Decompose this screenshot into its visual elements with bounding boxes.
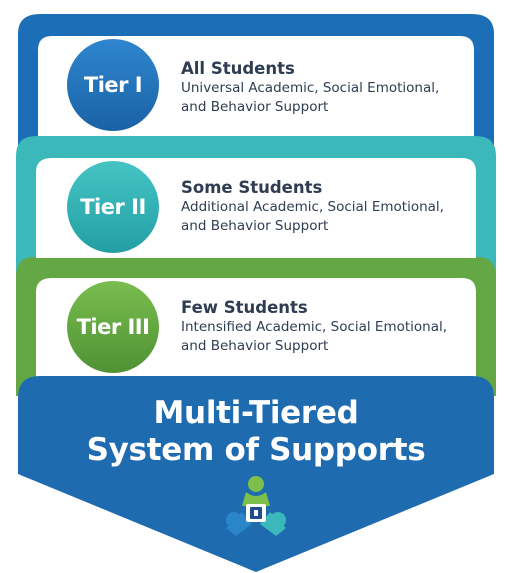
tier1-text: All Students Universal Academic, Social … [181,59,481,117]
tier3-text: Few Students Intensified Academic, Socia… [181,298,481,356]
tier3-desc-line1: Intensified Academic, Social Emotional, [181,319,448,335]
tier3-badge [67,281,159,373]
tier2-heading: Some Students [181,178,323,197]
title-line1: Multi-Tiered [153,395,359,431]
tier2-badge [67,161,159,253]
tier1-desc-line1: Universal Academic, Social Emotional, [181,80,440,96]
tier2-badge-label: Tier II [80,195,146,219]
title-line2: System of Supports [86,432,426,468]
people-circle-logo-icon [226,476,286,536]
tier2-text: Some Students Additional Academic, Socia… [181,178,481,236]
mtss-shield [18,376,494,572]
tier3-badge-label: Tier III [76,315,150,339]
tier1-badge [67,39,159,131]
tier1-heading: All Students [181,59,295,78]
tier1-badge-label: Tier I [83,73,143,97]
tier2-desc-line1: Additional Academic, Social Emotional, [181,199,444,215]
tier3-heading: Few Students [181,298,308,317]
tier1-desc-line2: and Behavior Support [181,99,329,115]
tier3-desc-line2: and Behavior Support [181,338,329,354]
tier2-desc-line2: and Behavior Support [181,218,329,234]
